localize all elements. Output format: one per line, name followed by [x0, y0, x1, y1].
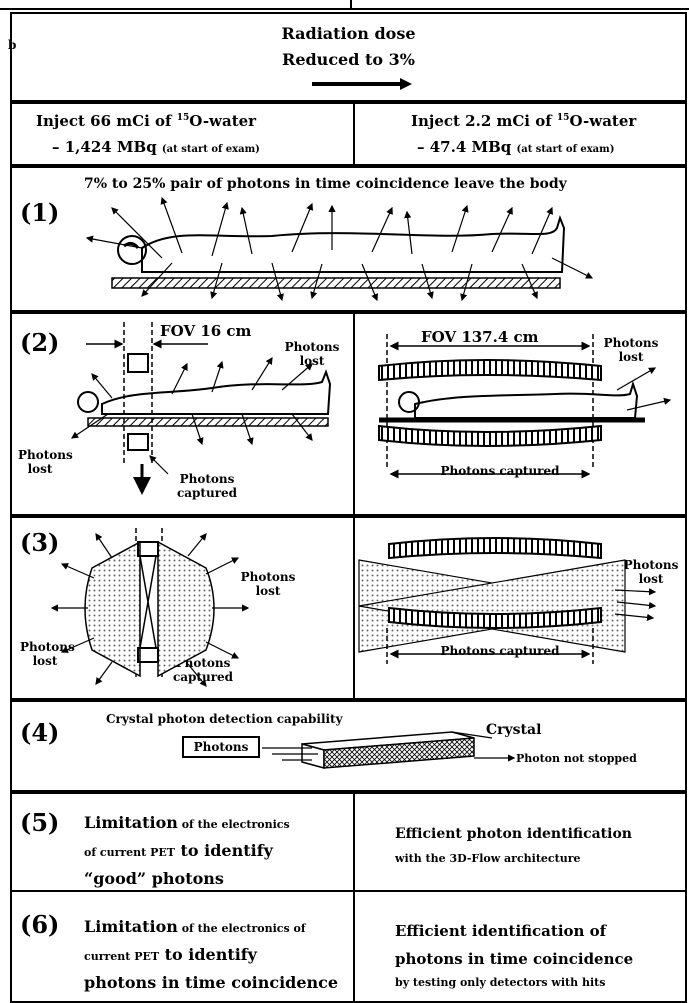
row6-right-a: Efficient identification of: [395, 922, 606, 940]
row6-left-b: of the electronics of: [178, 922, 306, 935]
inject-right-text: Inject 2.2 mCi of: [411, 112, 557, 130]
row5-right-b: with the 3D-Flow architecture: [395, 852, 581, 865]
long-fov-acceptance-illustration: [355, 518, 685, 698]
row5-left-text: Limitation of the electronics of current…: [84, 810, 354, 892]
inject-left-cell: Inject 66 mCi of 15O-water – 1,424 MBq (…: [10, 102, 355, 166]
inject-left-note: (at start of exam): [162, 144, 260, 155]
row5-left-b: of the electronics: [178, 818, 290, 831]
arrow-right-icon: [12, 14, 685, 100]
crystal-illustration: [12, 702, 685, 790]
row2-left-cell: (2) FOV 16 cm Photons lost Photons lost …: [10, 312, 355, 516]
row5-left-e: “good” photons: [84, 869, 224, 888]
inject-right-line2: – 47.4 MBq (at start of exam): [417, 138, 614, 156]
row6-right-c: by testing only detectors with hits: [395, 976, 605, 989]
inject-right-sup: 15: [557, 113, 570, 123]
inject-right-line1: Inject 2.2 mCi of 15O-water: [411, 112, 636, 130]
row5-number: (5): [20, 808, 59, 837]
row6-right-cell: Efficient identification of photons in t…: [353, 890, 687, 1003]
inject-right-text-b: O-water: [569, 112, 636, 130]
inject-left-text: Inject 66 mCi of: [36, 112, 177, 130]
row6-left-a: Limitation: [84, 917, 178, 936]
inject-left-mbq: – 1,424 MBq: [52, 138, 157, 156]
inject-left-sup: 15: [177, 113, 190, 123]
top-border-fragment: [0, 0, 689, 10]
long-fov-scanner-illustration: [355, 314, 685, 514]
row6-left-text: Limitation of the electronics of current…: [84, 914, 354, 996]
row2-right-cell: FOV 137.4 cm Photons lost Photons captur…: [353, 312, 687, 516]
inject-right-note: (at start of exam): [516, 144, 614, 155]
row5-left-c: of current PET: [84, 846, 175, 859]
dose-header: Radiation dose Reduced to 3%: [10, 12, 687, 102]
row5-left-d: to identify: [175, 841, 273, 860]
inject-left-line1: Inject 66 mCi of 15O-water: [36, 112, 256, 130]
short-fov-acceptance-illustration: [12, 518, 353, 698]
row6-right-b: photons in time coincidence: [395, 950, 633, 968]
row4-cell: (4) Crystal photon detection capability …: [10, 700, 687, 792]
row6-left-d: to identify: [159, 945, 257, 964]
inject-left-text-b: O-water: [189, 112, 256, 130]
inject-left-line2: – 1,424 MBq (at start of exam): [52, 138, 260, 156]
row5-right-cell: Efficient photon identification with the…: [353, 792, 687, 892]
body-emitting-photons-illustration: [12, 168, 685, 310]
row6-number: (6): [20, 910, 59, 939]
row1-cell: (1) 7% to 25% pair of photons in time co…: [10, 166, 687, 312]
top-divider-fragment: [350, 0, 352, 10]
row3-left-cell: (3) Photons lost Photons lost Photons ca…: [10, 516, 355, 700]
row6-left-cell: (6) Limitation of the electronics of cur…: [10, 890, 355, 1003]
row6-left-e: photons in time coincidence: [84, 973, 338, 992]
short-fov-scanner-illustration: [12, 314, 353, 514]
row5-right-a: Efficient photon identification: [395, 826, 632, 842]
row5-left-a: Limitation: [84, 813, 178, 832]
inject-right-mbq: – 47.4 MBq: [417, 138, 511, 156]
row5-left-cell: (5) Limitation of the electronics of cur…: [10, 792, 355, 892]
row3-right-cell: Photons lost Photons captured: [353, 516, 687, 700]
row6-left-c: current PET: [84, 950, 159, 963]
inject-right-cell: Inject 2.2 mCi of 15O-water – 47.4 MBq (…: [353, 102, 687, 166]
